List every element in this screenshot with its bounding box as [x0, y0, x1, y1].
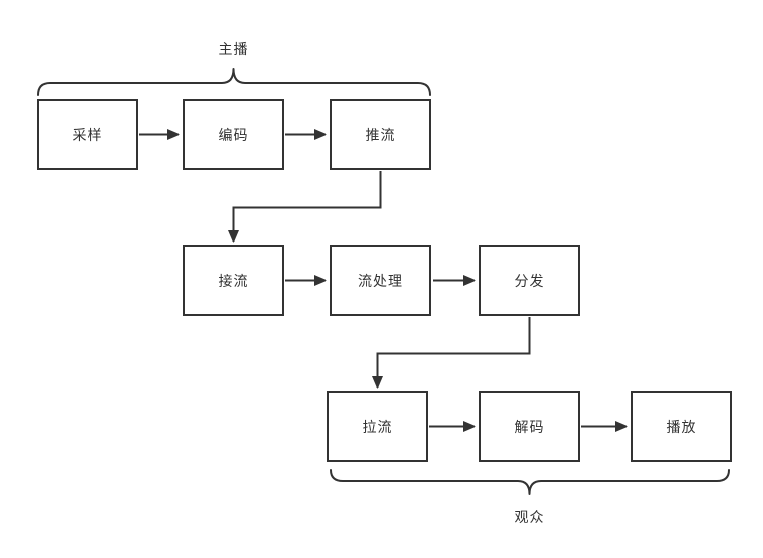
node-encoding: 编码 — [183, 99, 284, 170]
node-stream-processing-label: 流处理 — [358, 272, 403, 289]
anchor-group-brace — [37, 68, 431, 96]
edge-push-to-receive — [228, 171, 382, 243]
node-decoding-label: 解码 — [514, 418, 545, 435]
node-distribution: 分发 — [479, 245, 580, 316]
node-receive-stream-label: 接流 — [218, 272, 249, 289]
node-sampling: 采样 — [37, 99, 138, 170]
node-receive-stream: 接流 — [183, 245, 284, 316]
anchor-group-label: 主播 — [218, 41, 249, 57]
audience-group-brace — [330, 469, 730, 495]
node-pull-stream: 拉流 — [327, 391, 428, 462]
node-decoding: 解码 — [479, 391, 580, 462]
node-encoding-label: 编码 — [218, 126, 249, 143]
node-pull-stream-label: 拉流 — [362, 418, 393, 435]
edge-distribution-to-pull — [372, 317, 531, 389]
node-stream-processing: 流处理 — [330, 245, 431, 316]
node-playback: 播放 — [631, 391, 732, 462]
node-push-stream: 推流 — [330, 99, 431, 170]
node-push-stream-label: 推流 — [365, 126, 396, 143]
node-sampling-label: 采样 — [72, 126, 103, 143]
node-distribution-label: 分发 — [514, 272, 545, 289]
node-playback-label: 播放 — [666, 418, 697, 435]
audience-group-label: 观众 — [514, 509, 545, 525]
